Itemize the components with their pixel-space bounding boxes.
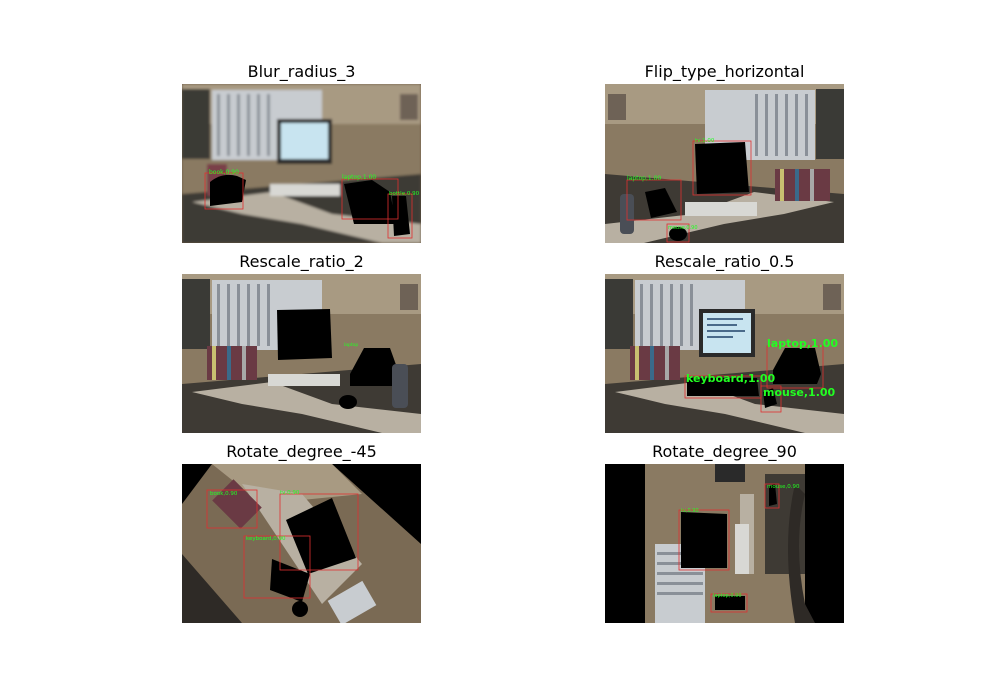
panel-title: Rescale_ratio_2 — [239, 252, 364, 271]
detection-label: mouse,0.90 — [767, 484, 800, 490]
detection-image: tv,1.00 laptop,1.00 mouse,0.90 — [605, 84, 844, 243]
scene-svg: book,0.90 laptop,1.00 bottle,0.90 — [182, 84, 421, 243]
detection-label: laptop,1.00 — [627, 175, 661, 182]
detection-label: bottle,0.90 — [389, 191, 420, 197]
panel-title: Flip_type_horizontal — [644, 62, 805, 81]
scene-svg: laptop,1.00 keyboard,1.00 mouse,1.00 — [605, 274, 844, 433]
detection-image: book,0.90 tv,0.90 keyboard,0.90 — [182, 464, 421, 623]
detection-label: book,0.90 — [209, 169, 239, 176]
scene-svg: mouse,0.90 tv,0.90 laptop,0.90 — [605, 464, 844, 623]
panel-title: Rotate_degree_-45 — [226, 442, 377, 461]
detection-label: laptop,1.00 — [767, 337, 838, 350]
scene-svg: tv,1.00 laptop,1.00 mouse,0.90 — [605, 84, 844, 243]
detection-label: keyboard,1.00 — [686, 372, 775, 385]
detection-image: laptop — [182, 274, 421, 433]
panel-title: Rescale_ratio_0.5 — [654, 252, 795, 271]
detection-label: laptop,0.90 — [713, 593, 742, 599]
detection-image: book,0.90 laptop,1.00 bottle,0.90 — [182, 84, 421, 243]
detection-image: laptop,1.00 keyboard,1.00 mouse,1.00 — [605, 274, 844, 433]
detection-label: tv,0.90 — [681, 508, 699, 514]
scene-svg: book,0.90 tv,0.90 keyboard,0.90 — [182, 464, 421, 623]
detection-label: keyboard,0.90 — [246, 536, 286, 542]
detection-image: mouse,0.90 tv,0.90 laptop,0.90 — [605, 464, 844, 623]
detection-label: mouse,0.90 — [668, 225, 698, 231]
detection-label: book,0.90 — [210, 491, 238, 497]
scene-svg: laptop — [182, 274, 421, 433]
detection-label: mouse,1.00 — [763, 386, 836, 399]
detection-label: laptop,1.00 — [342, 174, 376, 181]
detection-label: laptop — [344, 342, 358, 348]
panel-title: Blur_radius_3 — [247, 62, 356, 81]
detection-label: tv,1.00 — [695, 138, 715, 144]
detection-label: tv,0.90 — [280, 490, 300, 496]
panel-title: Rotate_degree_90 — [652, 442, 797, 461]
